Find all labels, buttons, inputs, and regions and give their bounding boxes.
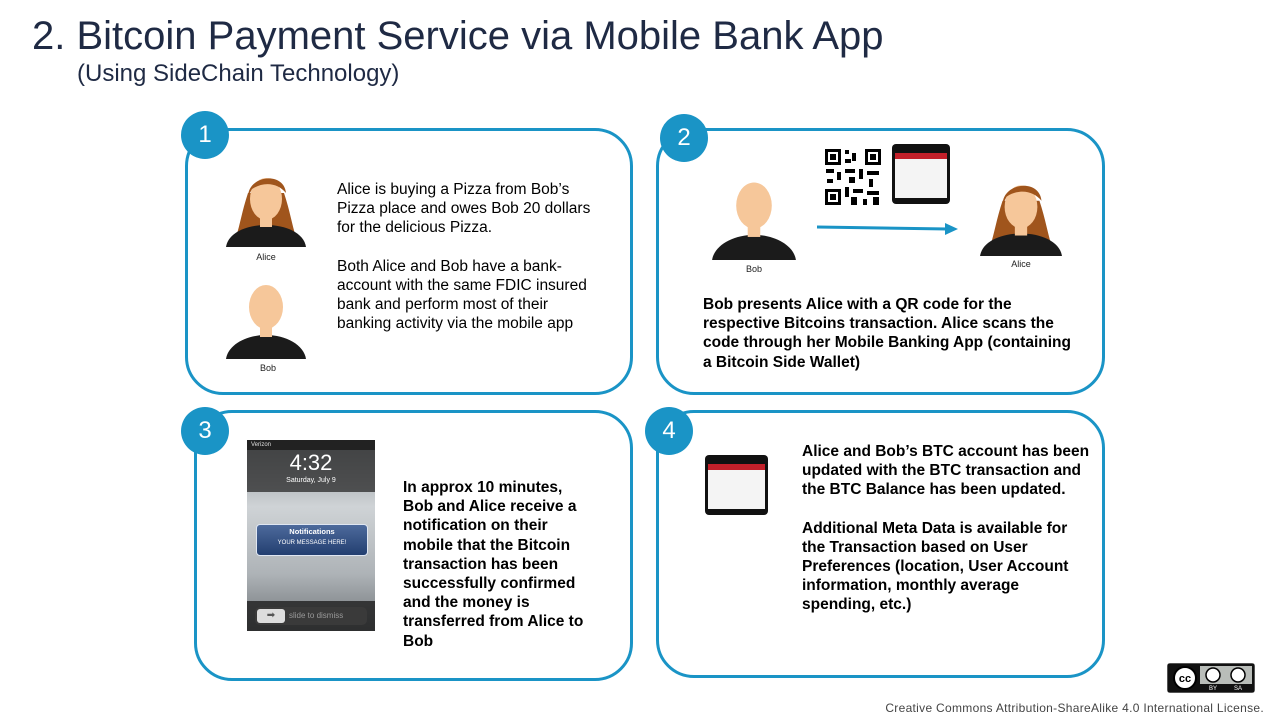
license-text: Creative Commons Attribution-ShareAlike …	[885, 701, 1264, 715]
female-avatar-icon	[980, 185, 1062, 256]
arrow-right-icon	[816, 223, 958, 235]
notification-message: YOUR MESSAGE HERE!	[277, 540, 347, 546]
step-3-badge: 3	[181, 407, 229, 455]
step-2-text: Bob presents Alice with a QR code for th…	[703, 296, 1071, 371]
cc-sa-label: SA	[1234, 686, 1242, 692]
cc-by-label: BY	[1209, 686, 1217, 692]
male-avatar-icon	[226, 285, 306, 359]
qr-code-icon	[823, 147, 883, 207]
step-4-paragraph: Alice and Bob’s BTC account has been upd…	[802, 443, 1090, 499]
cc-by-sa-icon: cc BY SA	[1168, 664, 1254, 692]
arrow-right-icon: ➡	[257, 609, 285, 623]
step-1-badge: 1	[181, 111, 229, 159]
step-3-text: In approx 10 minutes, Bob and Alice rece…	[403, 479, 584, 650]
cc-by-sa-icon: cc BY SA	[1167, 663, 1255, 693]
step-2-panel	[656, 128, 1105, 395]
lockscreen-date: Saturday, July 9	[286, 477, 336, 484]
avatar-label-bob: Bob	[745, 264, 762, 274]
female-avatar-icon	[226, 178, 306, 247]
step-4-panel	[656, 410, 1105, 678]
notification-banner: Notifications YOUR MESSAGE HERE!	[256, 524, 368, 556]
step-1-text: Alice is buying a Pizza from Bob’s Pizza…	[337, 180, 597, 333]
step-4-text: Alice and Bob’s BTC account has been upd…	[802, 442, 1092, 615]
mobile-banking-app-icon	[705, 455, 768, 515]
male-avatar-icon	[712, 182, 796, 260]
avatar-label-alice: Alice	[256, 252, 276, 262]
slide-subtitle: (Using SideChain Technology)	[77, 60, 400, 87]
svg-text:cc: cc	[1179, 673, 1191, 685]
slide-title: 2. Bitcoin Payment Service via Mobile Ba…	[32, 14, 884, 58]
step-2-badge: 2	[660, 114, 708, 162]
mobile-banking-app-icon	[892, 144, 950, 204]
avatar-label-bob: Bob	[259, 363, 276, 373]
avatar-label-alice: Alice	[1011, 259, 1031, 269]
step-4-paragraph: Additional Meta Data is available for th…	[802, 519, 1069, 614]
lockscreen-time: 4:32	[289, 450, 333, 475]
step-1-paragraph: Both Alice and Bob have a bank-account w…	[337, 257, 587, 333]
notification-title: Notifications	[289, 527, 335, 536]
lockscreen-notification-screenshot: Verizon 4:32 Saturday, July 9 Notificati…	[247, 440, 375, 631]
step-4-badge: 4	[645, 407, 693, 455]
lockscreen-carrier: Verizon	[247, 440, 375, 450]
step-1-paragraph: Alice is buying a Pizza from Bob’s Pizza…	[337, 181, 591, 237]
